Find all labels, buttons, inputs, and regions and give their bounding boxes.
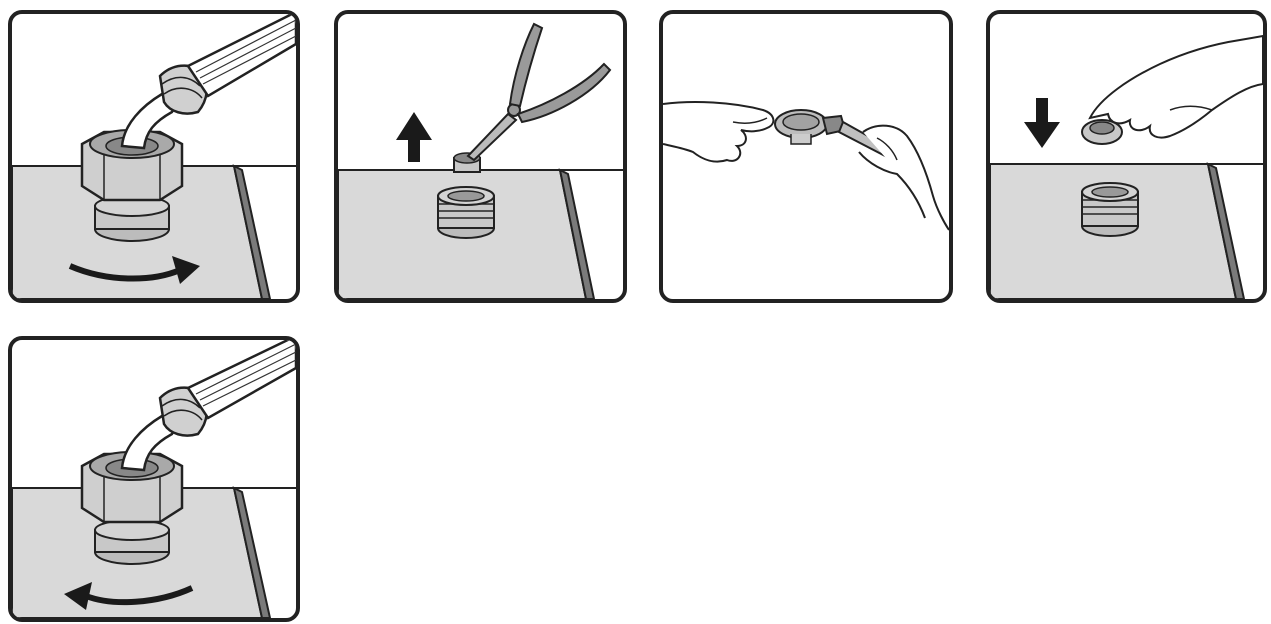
step-1-illustration	[12, 14, 296, 299]
inlet-thread-icon	[438, 187, 494, 238]
step-5-illustration	[12, 340, 296, 618]
step-4-panel	[986, 10, 1267, 303]
pliers-icon	[468, 24, 610, 160]
inlet-thread-icon	[95, 196, 169, 241]
inlet-thread-icon	[1082, 183, 1138, 236]
step-3-illustration	[663, 14, 949, 299]
left-hand-icon	[663, 102, 773, 162]
inlet-thread-icon	[95, 520, 169, 564]
right-hand-icon	[859, 126, 949, 230]
filter-icon	[775, 110, 827, 144]
down-arrow-icon	[1024, 98, 1060, 148]
step-1-panel	[8, 10, 300, 303]
step-2-illustration	[338, 14, 623, 299]
hose-icon	[122, 14, 296, 148]
step-5-panel	[8, 336, 300, 622]
step-3-panel	[659, 10, 953, 303]
hose-icon	[122, 340, 296, 470]
up-arrow-icon	[396, 112, 432, 162]
step-2-panel	[334, 10, 627, 303]
step-4-illustration	[990, 14, 1263, 299]
hand-icon	[1090, 36, 1263, 138]
